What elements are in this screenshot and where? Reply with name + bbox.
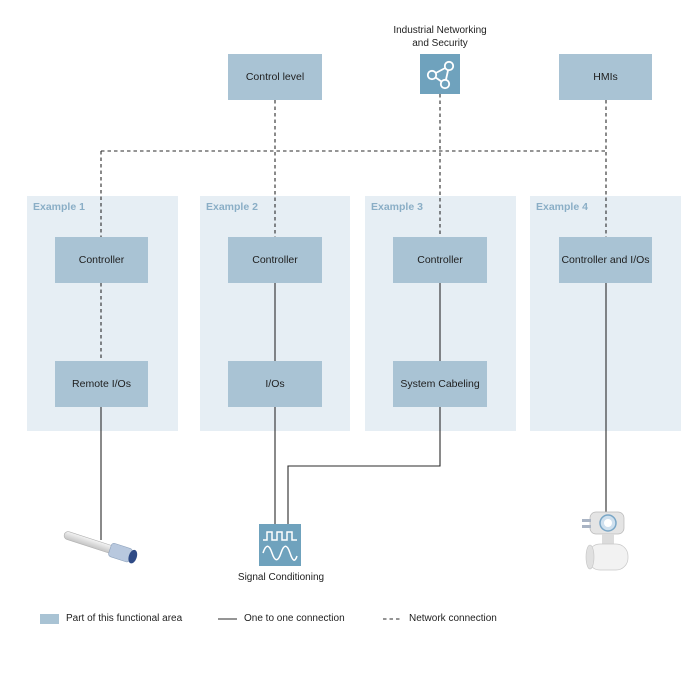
example-2-controller-box: Controller <box>228 237 322 283</box>
example-2-label: Example 2 <box>206 201 258 213</box>
example-4-label: Example 4 <box>536 201 588 213</box>
network-nodes-icon <box>420 54 460 94</box>
example-3-controller-box: Controller <box>393 237 487 283</box>
example-4-controller-ios-box: Controller and I/Os <box>559 237 652 283</box>
example-3-label: Example 3 <box>371 201 423 213</box>
example-1-remote-ios-box: Remote I/Os <box>55 361 148 407</box>
networking-title: Industrial Networking and Security <box>370 24 510 50</box>
network-nodes-glyph <box>426 60 455 90</box>
example-2-ios-box: I/Os <box>228 361 322 407</box>
example-3-cabeling-box: System Cabeling <box>393 361 487 407</box>
legend-one-to-one-label: One to one connection <box>244 613 345 624</box>
networking-title-line-1: Industrial Networking <box>393 25 487 36</box>
link-cabeling-signal-conditioning <box>287 407 441 527</box>
hmis-box: HMIs <box>559 54 652 100</box>
flowmeter-drawing <box>582 511 629 571</box>
signal-conditioning-glyph <box>262 531 298 561</box>
networking-title-line-2: and Security <box>412 38 468 49</box>
legend-area-label: Part of this functional area <box>66 613 183 624</box>
sensor-probe-icon <box>58 528 148 575</box>
example-1-label: Example 1 <box>33 201 85 213</box>
control-level-box: Control level <box>228 54 322 100</box>
signal-conditioning-icon <box>259 524 301 566</box>
sensor-probe-drawing <box>63 531 138 564</box>
signal-conditioning-label: Signal Conditioning <box>237 572 325 583</box>
flowmeter-icon <box>576 506 634 581</box>
legend-network-label: Network connection <box>409 613 497 624</box>
legend-area-swatch <box>40 614 59 624</box>
example-1-controller-box: Controller <box>55 237 148 283</box>
